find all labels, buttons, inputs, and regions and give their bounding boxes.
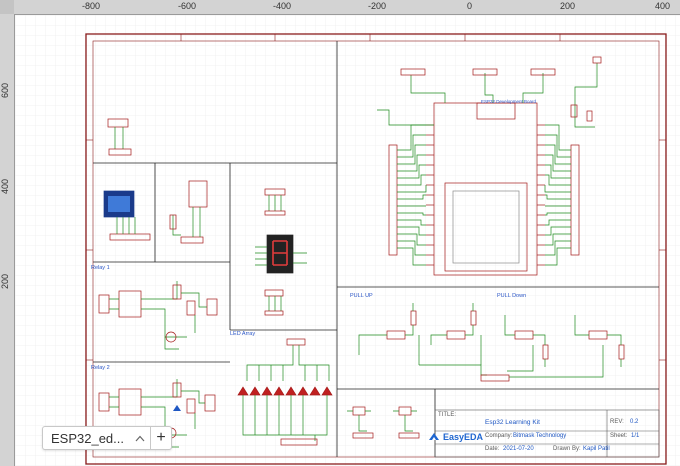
schematic-canvas[interactable]: Relay 1 Relay 2 LED Array PULL UP PULL D… [15,15,680,466]
ruler-y-tick: 400 [0,178,10,194]
ruler-x-tick: 0 [467,1,473,11]
easyeda-logo-icon [429,433,439,440]
pin-headers [388,144,580,256]
ruler-x-tick: -800 [82,1,101,11]
easyeda-logo: EasyEDA [428,432,483,442]
vertical-ruler: 600 400 200 [0,14,15,466]
relay-1-circuit [98,281,218,350]
top-connectors [400,56,602,122]
date-label: Date: [485,446,500,452]
schematic-drawing [15,15,680,466]
section-label-relay2: Relay 2 [91,365,110,371]
led-array-circuit [237,338,333,446]
section-label-relay1: Relay 1 [91,265,110,271]
ruler-y-tick: 200 [0,273,10,289]
drawn-by-value: Kapil Patil [583,446,610,452]
title-label: TITLE: [438,412,457,418]
ruler-x-tick: 200 [560,1,576,11]
title-block-lines [434,409,660,458]
seven-segment-section [255,188,307,316]
sheet-value: 1/1 [631,433,640,439]
company-value: Bitmask Technology [513,433,567,439]
date-value: 2021-07-20 [503,446,534,452]
add-tab-button[interactable]: + [150,427,171,449]
sheet-label: Sheet: [610,433,628,439]
ruler-y-tick: 600 [0,82,10,98]
rev-label: REV: [610,419,624,425]
drawn-by-label: Drawn By: [553,446,581,452]
section-label-pull-up: PULL UP [350,293,373,299]
left-top-components [103,118,208,244]
ruler-x-tick: -400 [273,1,292,11]
document-tab-name[interactable]: ESP32_ed... [51,430,124,446]
chevron-up-icon[interactable] [130,427,150,449]
ruler-corner [0,0,14,14]
ruler-x-tick: 400 [655,1,671,11]
rev-value: 0.2 [630,419,639,425]
potentiometer-circuits [347,406,420,439]
ruler-x-tick: -600 [178,1,197,11]
switch-circuits [358,303,625,382]
sheet-frame [85,33,667,465]
horizontal-ruler: -800 -600 -400 -200 0 200 400 [0,0,680,15]
section-label-pull-down: PULL Down [497,293,527,299]
esp32-module [426,102,545,276]
section-dividers [93,41,659,457]
title-value: Esp32 Learning Kit [485,419,540,426]
ruler-x-tick: -200 [368,1,387,11]
easyeda-logo-text: EasyEDA [443,432,484,442]
document-tab[interactable]: ESP32_ed... + [42,426,172,450]
esp32-wires [377,63,598,266]
esp32-board-label: ESP32 Development Board [481,99,537,104]
company-label: Company: [485,433,513,439]
section-label-led-array: LED Array [230,331,256,337]
